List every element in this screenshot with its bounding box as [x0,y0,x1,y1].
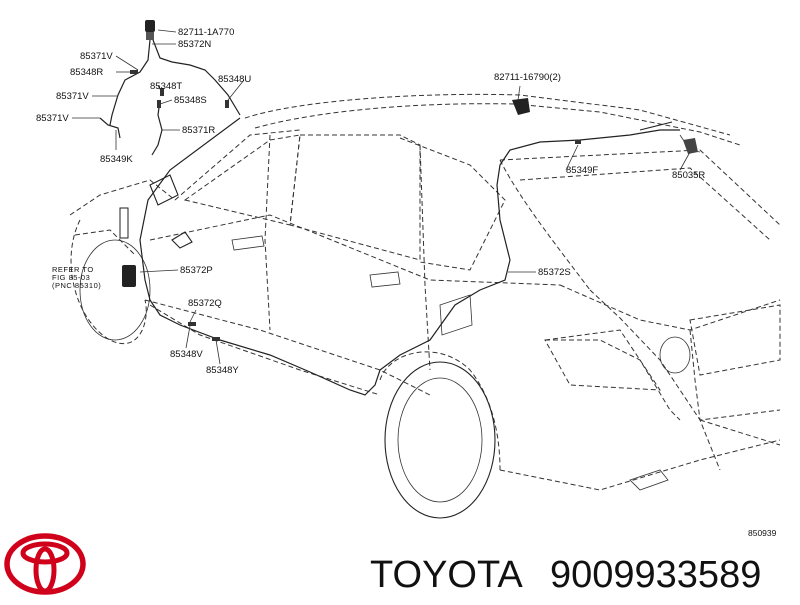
refer-line-2: FIG 85-03 [52,273,90,282]
label-85372q: 85372Q [188,298,222,309]
label-85371v-a: 85371V [80,51,113,62]
label-85371v-c: 85371V [36,113,69,124]
washer-hose-side [139,117,680,396]
label-85371r: 85371R [182,125,215,136]
label-85035r: 85035R [672,170,705,181]
refer-line-3: (PNC 85310) [52,281,101,290]
brand-name: TOYOTA [370,554,523,596]
label-82711-16790: 82711-16790(2) [494,72,561,83]
part-labels: 82711-1A770 85372N 85371V 85348R 85348T … [36,27,777,538]
bracket-center [171,231,193,249]
part-number: 9009933589 [550,554,761,596]
label-85348r: 85348R [70,67,103,78]
label-85349k: 85349K [100,154,133,165]
nozzle-rear [512,98,698,154]
label-85371v-b: 85371V [56,91,89,102]
label-85348s: 85348S [174,95,207,106]
figure-code: 850939 [748,528,777,538]
washer-hose-front [99,39,241,156]
label-82711-1a770: 82711-1A770 [178,27,234,38]
car-body [69,93,781,519]
label-85348u: 85348U [218,74,251,85]
label-85372s: 85372S [538,267,571,278]
label-85349f: 85349F [566,165,598,176]
refer-line-1: REFER TO [52,265,94,274]
toyota-logo [4,533,86,595]
label-85348y: 85348Y [206,365,239,376]
leader-lines [72,29,691,365]
label-85372p: 85372P [180,265,213,276]
label-85348v: 85348V [170,349,203,360]
washer-pump [119,207,136,287]
connector-top [145,20,155,40]
label-85348t: 85348T [150,81,182,92]
label-85372n: 85372N [178,39,211,50]
